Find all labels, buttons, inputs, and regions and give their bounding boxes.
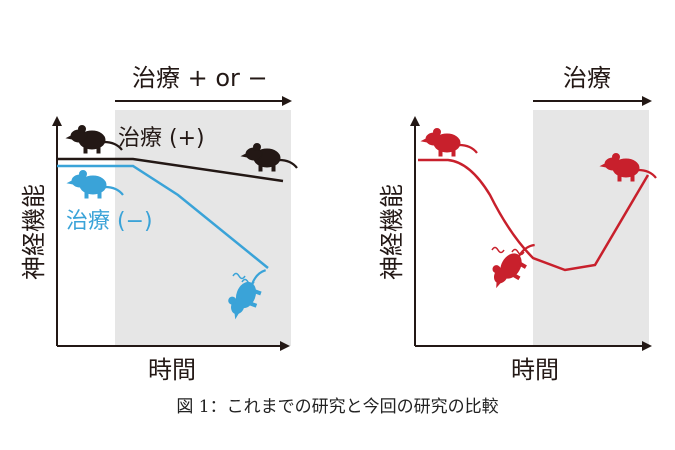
left-series-untreated-label: 治療 (−) xyxy=(66,209,153,234)
right-x-axis-label: 時間 xyxy=(511,356,559,384)
left-treatment-label: 治療 + or − xyxy=(132,64,268,92)
left-panel: 治療 + or − 神経機能 時間 治療 (+) 治療 (−) xyxy=(20,64,299,384)
left-series-treated-line xyxy=(57,157,284,183)
figure-caption: 図 1：これまでの研究と今回の研究の比較 xyxy=(176,397,499,417)
left-x-axis-label: 時間 xyxy=(148,356,196,384)
left-y-axis-label: 神経機能 xyxy=(20,184,48,280)
dizzy-marks-icon-red xyxy=(491,246,525,256)
right-y-axis-label: 神経機能 xyxy=(378,184,406,280)
right-series-line xyxy=(418,158,650,272)
right-panel: 治療 神経機能 時間 xyxy=(378,64,658,384)
rat-icon-blue-start xyxy=(66,169,125,200)
dizzy-marks-icon xyxy=(232,272,255,286)
rat-icon-red-impaired xyxy=(484,231,539,296)
rat-icon-red-start xyxy=(420,127,479,158)
right-treatment-label: 治療 xyxy=(563,64,611,92)
rat-icon-black-start xyxy=(65,124,124,155)
left-series-treated-label: 治療 (+) xyxy=(118,126,205,151)
left-series-untreated-line xyxy=(57,164,269,269)
right-treatment-shade xyxy=(533,110,649,346)
